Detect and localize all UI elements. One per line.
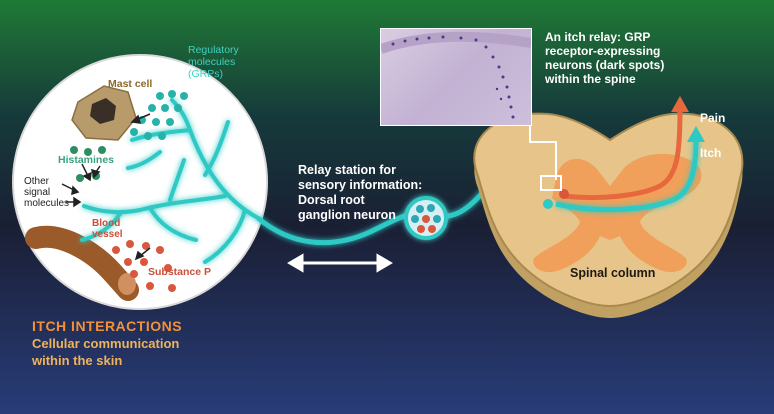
label-regulatory-molecules: Regulatory molecules (GRPs) bbox=[188, 44, 239, 80]
pain-arrowhead bbox=[671, 96, 689, 112]
grp-micrograph bbox=[379, 28, 532, 126]
blood-vessel-end bbox=[118, 273, 136, 295]
terminal-teal bbox=[543, 199, 553, 209]
label-itch: Itch bbox=[700, 146, 722, 160]
micrograph-spots bbox=[379, 31, 532, 119]
label-histamines: Histamines bbox=[58, 154, 115, 166]
nerve-branches bbox=[80, 98, 260, 264]
itch-pathway bbox=[555, 139, 699, 212]
double-arrow bbox=[287, 253, 393, 273]
pain-pathway bbox=[561, 109, 683, 201]
substance-p-dots bbox=[112, 240, 176, 292]
skin-arrows bbox=[61, 113, 151, 261]
label-itch-relay: An itch relay: GRP receptor-expressing n… bbox=[545, 30, 665, 86]
label-blood-vessel: Blood vessel bbox=[92, 218, 123, 240]
itch-arrowhead bbox=[687, 126, 705, 142]
mast-cell-nucleus bbox=[90, 98, 116, 124]
diagram-title: ITCH INTERACTIONS bbox=[32, 318, 183, 334]
label-other-signal: Other signal molecules bbox=[24, 176, 70, 209]
label-spinal-column: Spinal column bbox=[570, 266, 656, 280]
label-relay-station: Relay station for sensory information: D… bbox=[298, 163, 423, 222]
label-mast-cell: Mast cell bbox=[108, 78, 153, 90]
connector-box bbox=[540, 175, 562, 191]
blood-vessel bbox=[25, 225, 139, 301]
label-substance-p: Substance P bbox=[148, 266, 212, 278]
diagram-subtitle: Cellular communication within the skin bbox=[32, 336, 180, 368]
terminal-red bbox=[559, 189, 569, 199]
photo-connector bbox=[529, 124, 557, 180]
ganglion-dots bbox=[411, 204, 441, 233]
label-pain: Pain bbox=[700, 111, 726, 125]
